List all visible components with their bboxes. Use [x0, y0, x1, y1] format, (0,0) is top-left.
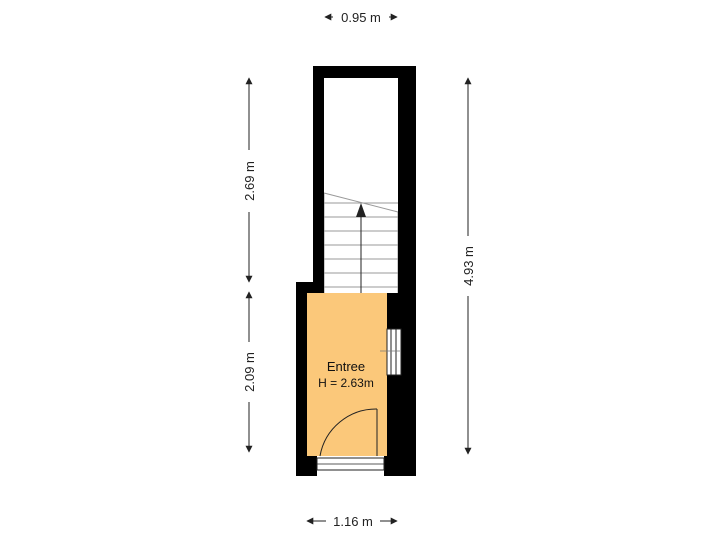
dimension-right-total-label: 4.93 m: [461, 246, 476, 286]
dimension-top-width-label: 0.95 m: [341, 10, 381, 25]
dimension-bottom-width-label: 1.16 m: [333, 514, 373, 529]
dimension-left-lower: 2.09 m: [242, 291, 257, 453]
window-right: [380, 328, 402, 376]
dimension-left-upper-label: 2.69 m: [242, 161, 257, 201]
room-name-entree: Entree: [327, 359, 365, 374]
entrance-door: [316, 408, 385, 471]
dimension-left-upper: 2.69 m: [242, 77, 257, 283]
room-entree-floor: [307, 293, 387, 456]
room-height-entree: H = 2.63m: [318, 376, 374, 390]
dimension-top-width: 0.95 m: [324, 10, 398, 25]
dimension-right-total: 4.93 m: [461, 77, 476, 455]
dimension-bottom-width: 1.16 m: [306, 514, 398, 529]
stair-direction-arrow: [356, 203, 366, 293]
dimension-left-lower-label: 2.09 m: [242, 352, 257, 392]
